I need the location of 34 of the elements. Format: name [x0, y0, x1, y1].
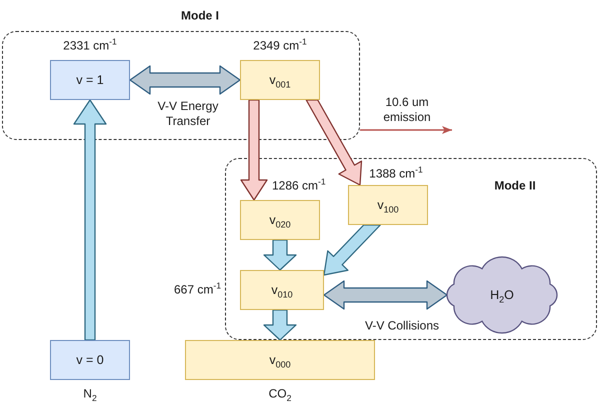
- energy-level-box: [50, 340, 130, 380]
- level-label: v$_{001}$: [269, 72, 291, 88]
- block-arrow: [73, 99, 107, 341]
- group-title: Mode II: [494, 178, 536, 194]
- block-arrow: [323, 224, 381, 276]
- energy-value: 2331 cm$^{-1}$: [63, 38, 117, 54]
- level-label: v$_{010}$: [271, 282, 293, 298]
- block-arrow: [263, 239, 297, 271]
- arrow: [360, 126, 452, 134]
- energy-value: 1286 cm$^{-1}$: [272, 178, 326, 194]
- group-title: Mode I: [181, 8, 219, 24]
- level-label: v$_{020}$: [269, 212, 291, 228]
- molecule-label: N$_{2}$: [83, 386, 97, 402]
- block-arrow: [263, 309, 297, 341]
- energy-level-box: [348, 185, 428, 225]
- level-label: v = 0: [76, 352, 104, 368]
- energy-level-box: [240, 200, 320, 240]
- molecule-label: CO$_{2}$: [268, 386, 292, 402]
- double-block-arrow: [129, 65, 241, 95]
- energy-level-box: [240, 60, 320, 100]
- group-frame: [225, 158, 597, 340]
- level-label: v = 1: [76, 72, 104, 88]
- energy-level-box: [240, 270, 324, 310]
- block-arrow: [306, 99, 362, 186]
- energy-value: 1388 cm$^{-1}$: [369, 166, 423, 182]
- level-label: v$_{000}$: [269, 352, 291, 368]
- molecule-label: H$_{2}$O: [490, 288, 514, 302]
- energy-level-box: [185, 340, 375, 380]
- block-arrow: [240, 99, 268, 201]
- double-block-arrow: [323, 280, 448, 310]
- energy-value: 2349 cm$^{-1}$: [253, 38, 307, 54]
- energy-value: 667 cm$^{-1}$: [174, 282, 221, 298]
- level-label: v$_{100}$: [377, 198, 399, 212]
- energy-level-box: [50, 60, 130, 100]
